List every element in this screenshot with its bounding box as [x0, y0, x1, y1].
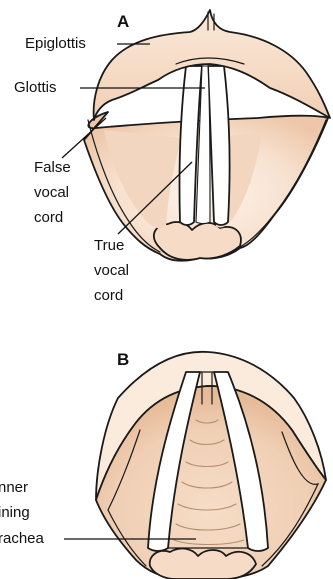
label-inner-3: rachea [0, 530, 45, 547]
label-epiglottis: Epiglottis [25, 35, 86, 52]
label-false-vocal-cord-1: False [34, 159, 71, 176]
label-false-vocal-cord-2: vocal [34, 184, 69, 201]
panel-b: B nner ining rachea [0, 350, 326, 579]
arytenoid-bumps-a [154, 222, 241, 260]
label-glottis: Glottis [14, 79, 57, 96]
arytenoid-bumps-b [150, 549, 256, 579]
label-false-vocal-cord-3: cord [34, 209, 63, 226]
label-inner-1: nner [0, 479, 28, 496]
label-inner-2: ining [0, 504, 30, 521]
label-true-vocal-cord-1: True [94, 237, 124, 254]
panel-b-letter: B [117, 350, 129, 369]
label-true-vocal-cord-2: vocal [94, 262, 129, 279]
label-true-vocal-cord-3: cord [94, 287, 123, 304]
panel-a: A Epiglottis Glottis False vocal cord Tr… [14, 10, 330, 304]
panel-a-letter: A [117, 12, 129, 31]
